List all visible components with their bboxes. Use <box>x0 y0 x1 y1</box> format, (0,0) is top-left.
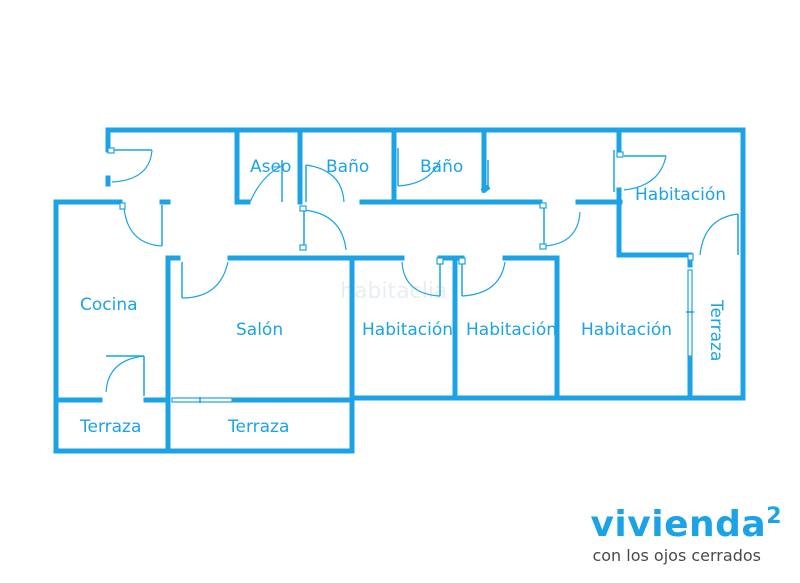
watermark-text: habitaclia <box>340 279 447 304</box>
label-bano-2: Baño <box>420 157 463 177</box>
room-labels: Aseo Baño Baño Habitación Cocina Salón H… <box>79 157 726 437</box>
label-aseo: Aseo <box>250 157 291 177</box>
brand-logo: vivienda2 con los ojos cerrados <box>590 504 782 566</box>
label-habitacion-top-right: Habitación <box>635 185 726 205</box>
walls <box>53 127 746 454</box>
label-salon: Salón <box>236 320 283 340</box>
label-habitacion-1: Habitación <box>362 320 453 340</box>
doors <box>105 147 739 396</box>
brand-superscript: 2 <box>766 504 782 529</box>
label-terraza-right: Terraza <box>706 299 726 361</box>
label-habitacion-2: Habitación <box>466 320 557 340</box>
brand-name: vivienda <box>590 504 767 545</box>
label-cocina: Cocina <box>80 295 138 315</box>
brand-tagline: con los ojos cerrados <box>592 546 761 565</box>
label-bano-1: Baño <box>326 157 369 177</box>
sliding-doors <box>171 269 694 403</box>
label-habitacion-3: Habitación <box>581 320 672 340</box>
label-terraza-salon: Terraza <box>227 417 289 437</box>
label-terraza-cocina: Terraza <box>79 417 141 437</box>
